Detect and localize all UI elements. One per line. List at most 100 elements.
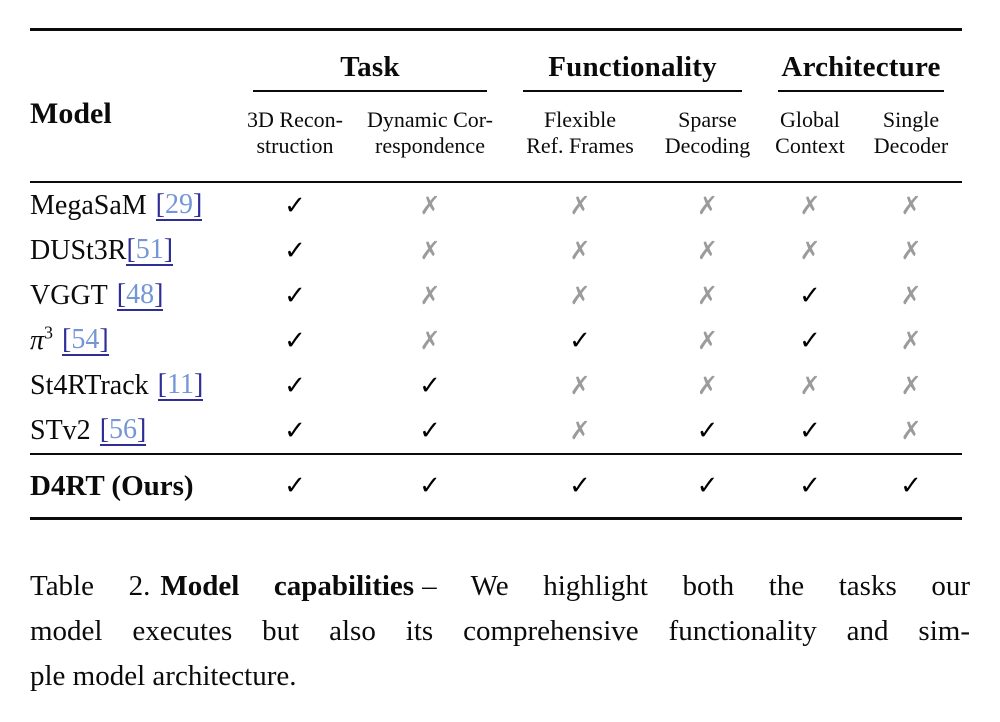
- cite-bracket: [: [62, 323, 72, 355]
- table-row-d4rt-ours: D4RT (Ours) ✓ ✓ ✓ ✓ ✓ ✓: [30, 455, 962, 517]
- mark-cell: ✗: [697, 191, 718, 220]
- cite-bracket: ]: [192, 188, 203, 220]
- cite-number: 11: [166, 368, 194, 400]
- model-name-cell: π3 [54]: [30, 322, 235, 357]
- table-row-megasam: MegaSaM [29] ✓ ✗ ✗ ✗ ✗ ✗: [30, 183, 962, 228]
- mark-cell: ✓: [284, 190, 306, 221]
- column-header-line: 3D Recon-: [247, 107, 343, 132]
- model-name: MegaSaM: [30, 189, 147, 221]
- column-header-3d-reconstruction: 3D Recon- struction: [235, 99, 355, 181]
- cite-bracket: ]: [163, 233, 174, 265]
- model-name: VGGT: [30, 279, 108, 311]
- mark-cell: ✗: [697, 371, 718, 400]
- citation-link[interactable]: [51]: [126, 233, 174, 267]
- mark-cell: ✓: [284, 280, 306, 311]
- citation-link[interactable]: [48]: [116, 278, 164, 312]
- column-header-line: Global: [780, 107, 840, 132]
- mark-cell: ✗: [697, 326, 718, 355]
- table-row-stv2: STv2 [56] ✓ ✓ ✗ ✓ ✓ ✗: [30, 408, 962, 453]
- pi-symbol: π: [30, 324, 45, 356]
- column-header-dynamic-correspondence: Dynamic Cor- respondence: [355, 99, 505, 181]
- mark-cell: ✓: [419, 415, 441, 446]
- mark-cell: ✓: [284, 415, 306, 446]
- mark-cell: ✗: [799, 371, 821, 400]
- column-header-line: Context: [775, 133, 845, 158]
- caption-line: model executes but also its comprehensiv…: [30, 615, 970, 647]
- mark-cell: ✗: [419, 236, 441, 265]
- mark-cell: ✗: [569, 371, 591, 400]
- group-header-functionality: Functionality: [548, 51, 717, 83]
- cite-bracket: ]: [137, 413, 147, 445]
- mark-cell: ✗: [569, 281, 591, 310]
- model-name-cell: VGGT [48]: [30, 280, 235, 312]
- mark-cell: ✓: [569, 471, 591, 501]
- mark-cell: ✗: [900, 191, 922, 220]
- mark-cell: ✓: [284, 471, 306, 501]
- mark-cell: ✓: [284, 325, 306, 356]
- column-header-model: Model: [30, 97, 112, 130]
- architecture-group-rule: [778, 90, 944, 92]
- mark-cell: ✗: [419, 281, 441, 310]
- caption-line: ple model architecture.: [30, 660, 297, 692]
- mark-cell: ✗: [569, 236, 591, 265]
- column-header-line: respondence: [375, 133, 485, 158]
- column-header-line: Ref. Frames: [526, 133, 634, 158]
- cite-bracket: [: [157, 368, 167, 400]
- mark-cell: ✗: [900, 326, 922, 355]
- table-row-st4rtrack: St4RTrack [11] ✓ ✓ ✗ ✗ ✗ ✗: [30, 363, 962, 408]
- column-header-line: Decoder: [873, 133, 949, 158]
- citation-link[interactable]: [29]: [155, 188, 203, 222]
- header-body-rule: [30, 181, 962, 183]
- caption-text: – We highlight both the tasks our: [422, 570, 970, 602]
- caption-line: Table 2. Model capabilities– We highlight…: [30, 564, 970, 609]
- model-name: STv2: [30, 414, 91, 446]
- mark-cell: ✓: [569, 325, 591, 356]
- mark-cell: ✗: [799, 236, 821, 265]
- cite-bracket: [: [99, 413, 110, 445]
- model-name: St4RTrack: [30, 369, 149, 401]
- mark-cell: ✓: [900, 471, 922, 501]
- caption-title: Model capabilities: [160, 570, 415, 602]
- cite-number: 51: [135, 233, 164, 265]
- table-row-pi3: π3 [54] ✓ ✗ ✓ ✗ ✓ ✗: [30, 318, 962, 363]
- model-name: π3: [30, 322, 54, 357]
- pi-exponent: 3: [44, 322, 54, 343]
- mark-cell: ✓: [799, 280, 821, 311]
- mark-cell: ✓: [799, 325, 821, 356]
- cite-number: 56: [109, 413, 138, 445]
- mark-cell: ✗: [900, 281, 922, 310]
- mark-cell: ✗: [569, 191, 591, 220]
- table-header: Model Task Functionality Architecture 3D…: [30, 31, 962, 181]
- mark-cell: ✓: [696, 415, 719, 446]
- model-name: DUSt3R: [30, 234, 127, 266]
- mark-cell: ✓: [284, 235, 306, 266]
- mark-cell: ✗: [697, 236, 718, 265]
- cite-number: 48: [126, 278, 155, 310]
- functionality-group-rule: [523, 90, 742, 92]
- capabilities-table: Model Task Functionality Architecture 3D…: [30, 0, 962, 520]
- citation-link[interactable]: [56]: [99, 413, 147, 447]
- group-header-task: Task: [340, 51, 400, 83]
- column-header-line: Flexible: [543, 107, 617, 132]
- column-header-line: Decoding: [664, 133, 751, 158]
- table-caption: Table 2. Model capabilities– We highlight…: [30, 564, 970, 699]
- body-final-rule: [30, 453, 962, 455]
- model-name-cell: MegaSaM [29]: [30, 190, 235, 222]
- mark-cell: ✓: [696, 471, 719, 501]
- column-header-sparse-decoding: Sparse Decoding: [655, 99, 760, 181]
- mark-cell: ✓: [799, 415, 821, 446]
- model-name: D4RT (Ours): [30, 469, 194, 502]
- mark-cell: ✗: [419, 326, 441, 355]
- table-row-dust3r: DUSt3R [51] ✓ ✗ ✗ ✗ ✗ ✗: [30, 228, 962, 273]
- caption-table-number: Table 2.: [30, 570, 151, 602]
- citation-link[interactable]: [54]: [62, 323, 109, 357]
- column-header-line: Single: [882, 107, 940, 132]
- column-header-flexible-ref-frames: Flexible Ref. Frames: [505, 99, 655, 181]
- cite-bracket: [: [126, 233, 136, 265]
- mark-cell: ✗: [900, 371, 922, 400]
- mark-cell: ✓: [799, 471, 821, 501]
- column-header-single-decoder: Single Decoder: [860, 99, 962, 181]
- cite-bracket: ]: [99, 323, 109, 355]
- citation-link[interactable]: [11]: [157, 368, 204, 402]
- model-name-cell: STv2 [56]: [30, 415, 235, 447]
